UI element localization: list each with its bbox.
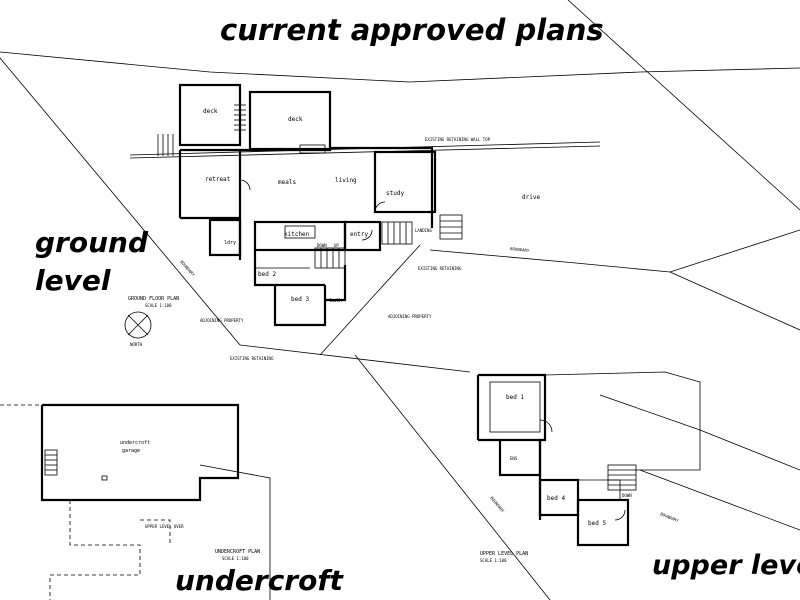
- drive-boundary-line: [429, 229, 800, 273]
- upper-right-boundary: [639, 469, 800, 531]
- label-upper-down: DOWN: [622, 493, 632, 498]
- bed5-door: [614, 509, 626, 521]
- ground-floor-plan: deck deck retreat meals living study kit…: [124, 83, 540, 361]
- label-upper-plan-title: UPPER LEVEL PLAN: [480, 551, 528, 557]
- title-heading: current approved plans: [220, 13, 604, 47]
- label-existing-wall-top: EXISTING RETAINING WALL TOP: [425, 137, 491, 142]
- kitchen-bench: [284, 225, 316, 239]
- left-boundary-diagonal: [0, 57, 241, 346]
- undercroft-right-line: [199, 464, 271, 600]
- ground-level-heading-line1: ground: [35, 226, 149, 259]
- room-bed2: bed 2: [258, 271, 276, 278]
- label-ground-plan-title: GROUND FLOOR PLAN: [128, 296, 179, 302]
- bed5-outline: [576, 498, 630, 547]
- label-down: DOWN: [317, 243, 327, 248]
- internal-stairs: [314, 247, 346, 269]
- label-existing-retaining-lower: EXISTING RETAINING: [230, 356, 274, 361]
- room-study: study: [386, 190, 404, 197]
- deck-stairs: [157, 104, 246, 156]
- label-upper-scale: SCALE 1:100: [480, 558, 507, 563]
- room-entry: entry: [350, 231, 368, 238]
- upper-level-over-dashed-2: [140, 519, 171, 545]
- study-door: [374, 201, 386, 213]
- room-laundry: ldry: [224, 240, 236, 246]
- room-bed4: bed 4: [547, 495, 565, 502]
- label-boundary-right: BOUNDARY: [510, 246, 530, 253]
- ground-level-heading-line2: level: [35, 264, 111, 297]
- deck-left-outline: [178, 83, 242, 147]
- upper-level-plan: bed 1 bed 4 bed 5 ENS DOWN UPPER LEVEL P…: [476, 371, 701, 563]
- bed1-door: [539, 419, 553, 433]
- room-bed3: bed 3: [291, 296, 309, 303]
- label-undercroft-scale: SCALE 1:100: [222, 556, 249, 561]
- upper-ens-outline: [498, 438, 542, 477]
- right-boundary-line: [669, 271, 800, 331]
- entry-outline: [343, 220, 382, 252]
- room-deck-right: deck: [288, 116, 303, 123]
- room-kitchen: kitchen: [284, 231, 310, 238]
- label-existing-retaining-right: EXISTING RETAINING: [418, 266, 462, 271]
- room-garage: garage: [122, 448, 140, 454]
- top-site-line: [0, 51, 800, 83]
- label-upper-boundary-right: BOUNDARY: [660, 511, 680, 523]
- room-retreat: retreat: [205, 176, 231, 183]
- label-drive: drive: [522, 194, 540, 201]
- undercroft-column: [101, 475, 108, 481]
- upper-roof-outline: [544, 371, 701, 471]
- right-diagonal-line: [567, 0, 800, 211]
- label-landing: LANDING: [415, 228, 432, 233]
- upper-level-heading: upper level: [652, 550, 800, 581]
- room-undercroft: undercroft: [120, 440, 150, 446]
- entry-door: [361, 229, 373, 241]
- label-north: NORTH: [130, 342, 143, 347]
- ground-boundary-right: [319, 244, 421, 356]
- label-boundary-left: BOUNDARY: [179, 259, 196, 277]
- label-up: UP: [334, 243, 339, 248]
- label-upper-level-over: UPPER LEVEL OVER: [145, 524, 184, 529]
- room-meals: meals: [278, 179, 296, 186]
- label-undercroft-plan-title: UNDERCROFT PLAN: [215, 549, 260, 555]
- lower-boundary-diagonal: [354, 354, 551, 600]
- fireplace: [299, 144, 326, 154]
- retaining-wall-line: [239, 344, 471, 373]
- room-bath: bath: [330, 298, 342, 304]
- room-deck-left: deck: [203, 108, 218, 115]
- upper-stairs: [607, 464, 637, 491]
- undercroft-stairs: [44, 449, 58, 476]
- bed1-room: [489, 381, 541, 433]
- bedroom-wing-outline: [253, 250, 347, 327]
- label-adjoining-a: ADJOINING PROPERTY: [200, 318, 244, 323]
- room-living: living: [335, 177, 357, 184]
- undercroft-outline: [40, 403, 240, 502]
- north-arrow-icon: [124, 311, 152, 339]
- bed4-outline: [538, 478, 580, 517]
- ground-main-outline: [180, 146, 434, 228]
- retreat-door: [239, 179, 251, 191]
- upper-level-over-dashed: [49, 500, 141, 600]
- laundry-outline: [208, 218, 242, 257]
- existing-wall-top-line-2: [129, 145, 601, 159]
- study-outline: [373, 150, 437, 214]
- room-bed1: bed 1: [506, 394, 524, 401]
- undercroft-heading: undercroft: [175, 564, 345, 597]
- room-ens: ENS: [510, 456, 518, 461]
- undercroft-plan: undercroft garage UPPER LEVEL OVER UNDER…: [0, 403, 271, 600]
- label-upper-boundary-left: BOUNDARY: [489, 495, 506, 513]
- landing-stairs: [381, 214, 463, 245]
- label-ground-scale: SCALE 1:100: [145, 303, 172, 308]
- room-bed5: bed 5: [588, 520, 606, 527]
- label-adjoining-b: ADJOINING PROPERTY: [388, 314, 432, 319]
